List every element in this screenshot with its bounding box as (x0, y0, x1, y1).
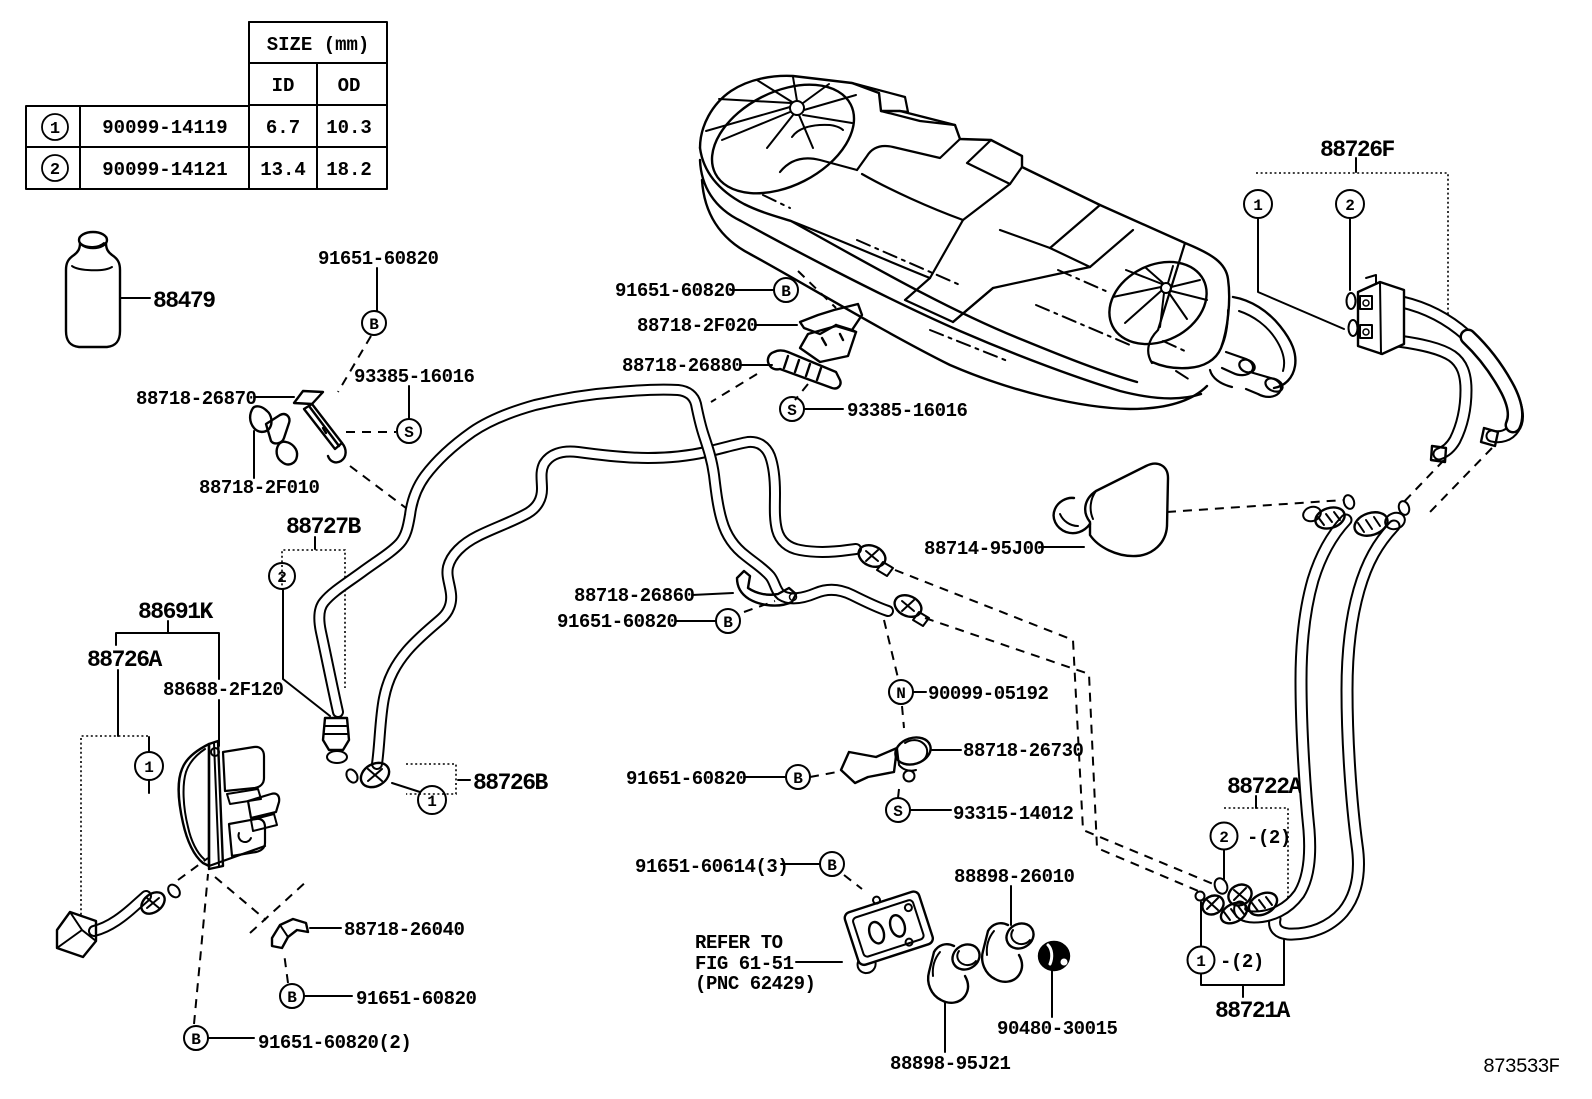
svg-text:88718-26860: 88718-26860 (574, 585, 695, 607)
svg-text:-(2): -(2) (1220, 951, 1264, 973)
svg-text:91651-60820: 91651-60820 (626, 768, 747, 790)
svg-text:88714-95J00: 88714-95J00 (924, 538, 1045, 560)
svg-text:88718-2F020: 88718-2F020 (637, 315, 758, 337)
svg-text:S: S (787, 402, 797, 420)
svg-text:N: N (896, 685, 906, 703)
svg-text:S: S (404, 424, 414, 442)
svg-text:90480-30015: 90480-30015 (997, 1018, 1118, 1040)
svg-text:1: 1 (427, 793, 437, 811)
svg-text:88718-26730: 88718-26730 (963, 740, 1084, 762)
svg-text:91651-60820: 91651-60820 (557, 611, 678, 633)
svg-text:91651-60820: 91651-60820 (356, 988, 477, 1010)
svg-text:B: B (287, 989, 297, 1007)
svg-text:2: 2 (50, 161, 60, 180)
svg-text:REFER TO: REFER TO (695, 932, 783, 954)
svg-text:88721A: 88721A (1215, 998, 1291, 1024)
svg-text:93385-16016: 93385-16016 (847, 400, 968, 422)
svg-text:-(2): -(2) (1247, 827, 1291, 849)
svg-text:18.2: 18.2 (326, 159, 372, 181)
svg-text:B: B (827, 857, 837, 875)
svg-text:2: 2 (1345, 197, 1355, 215)
svg-text:ID: ID (272, 75, 295, 97)
svg-text:88718-2F010: 88718-2F010 (199, 477, 320, 499)
svg-text:B: B (723, 614, 733, 632)
svg-text:B: B (191, 1031, 201, 1049)
svg-text:2: 2 (277, 569, 287, 587)
svg-text:1: 1 (144, 759, 154, 777)
svg-text:1: 1 (50, 120, 60, 139)
svg-text:2: 2 (1219, 829, 1229, 847)
svg-text:88718-26870: 88718-26870 (136, 388, 257, 410)
svg-text:88718-26880: 88718-26880 (622, 355, 743, 377)
svg-text:6.7: 6.7 (266, 117, 300, 139)
svg-text:(PNC 62429): (PNC 62429) (695, 973, 815, 995)
svg-text:13.4: 13.4 (260, 159, 306, 181)
svg-text:90099-14119: 90099-14119 (102, 117, 227, 139)
svg-text:88691K: 88691K (138, 599, 214, 625)
svg-text:88727B: 88727B (286, 514, 362, 540)
svg-text:91651-60820(2): 91651-60820(2) (258, 1032, 411, 1054)
svg-text:91651-60820: 91651-60820 (318, 248, 439, 270)
svg-text:88722A: 88722A (1227, 774, 1303, 800)
svg-text:93385-16016: 93385-16016 (354, 366, 475, 388)
svg-text:88726F: 88726F (1320, 137, 1395, 163)
svg-text:90099-14121: 90099-14121 (102, 159, 227, 181)
svg-text:91651-60614(3): 91651-60614(3) (635, 856, 788, 878)
svg-text:88898-26010: 88898-26010 (954, 866, 1075, 888)
svg-text:93315-14012: 93315-14012 (953, 803, 1074, 825)
svg-text:B: B (369, 316, 379, 334)
svg-text:B: B (781, 283, 791, 301)
svg-text:OD: OD (338, 75, 361, 97)
svg-text:FIG 61-51: FIG 61-51 (695, 953, 794, 975)
svg-text:S: S (893, 803, 903, 821)
svg-text:88688-2F120: 88688-2F120 (163, 679, 284, 701)
svg-text:1: 1 (1253, 197, 1263, 215)
svg-text:1: 1 (1196, 953, 1206, 971)
svg-text:88479: 88479 (153, 288, 215, 314)
svg-text:B: B (793, 770, 803, 788)
svg-text:88718-26040: 88718-26040 (344, 919, 465, 941)
svg-text:91651-60820: 91651-60820 (615, 280, 736, 302)
svg-text:88726A: 88726A (87, 647, 163, 673)
svg-text:90099-05192: 90099-05192 (928, 683, 1049, 705)
svg-text:88898-95J21: 88898-95J21 (890, 1053, 1011, 1075)
svg-text:SIZE (mm): SIZE (mm) (267, 34, 370, 56)
svg-text:873533F: 873533F (1483, 1056, 1559, 1079)
svg-text:10.3: 10.3 (326, 117, 372, 139)
svg-text:88726B: 88726B (473, 770, 549, 796)
